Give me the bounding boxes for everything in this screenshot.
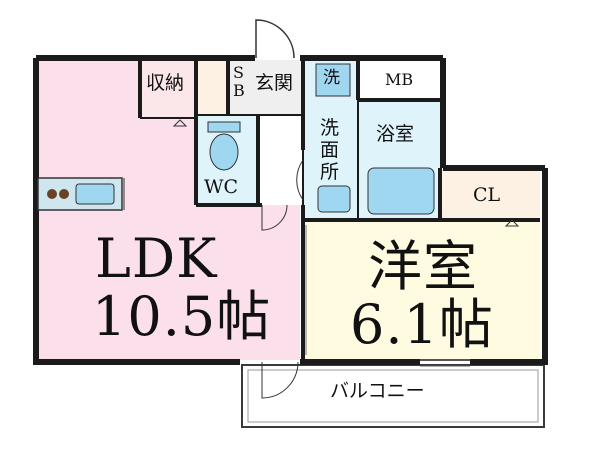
washer-label: 洗 (323, 68, 340, 88)
interior-walls (138, 60, 540, 360)
ldk-name: LDK (95, 227, 218, 290)
toilet-bowl (209, 133, 239, 171)
kitchen-sink (75, 183, 115, 205)
mb-label: MB (385, 70, 414, 89)
stove-burner-2 (59, 189, 69, 199)
washroom-label: 洗 面 所 (320, 117, 340, 183)
closet-marker (504, 219, 520, 227)
storage-label: 収納 (146, 72, 185, 94)
shoe-box-label: S B (233, 63, 245, 100)
western-floor (303, 220, 540, 360)
entrance-label: 玄関 (255, 72, 294, 94)
closet-floor (440, 170, 540, 220)
mb-floor (358, 60, 440, 100)
ldk-floor (36, 60, 300, 360)
wc-door (261, 204, 288, 231)
balcony-area (241, 364, 545, 428)
western-size: 6.1帖 (350, 293, 494, 356)
stove-burner-1 (47, 189, 57, 199)
thin-lines (140, 100, 359, 220)
balcony-door (261, 361, 299, 399)
toilet-tank (207, 121, 241, 133)
washer-pan (315, 63, 351, 97)
entrance-door (255, 19, 295, 59)
storage-marker (172, 119, 188, 127)
balcony-inner-line (247, 369, 539, 423)
outer-walls (33, 55, 548, 365)
western-name: 洋室 (368, 235, 478, 298)
entrance-floor (228, 60, 303, 115)
balcony-label: バルコニー (330, 380, 425, 402)
storage-extra-floor (196, 60, 228, 120)
storage-floor (140, 60, 196, 120)
closet-label: CL (473, 184, 501, 206)
washroom-door (296, 159, 304, 201)
bathtub (367, 167, 435, 215)
bath-label: 浴室 (376, 123, 415, 145)
wash-basin (317, 185, 351, 213)
ldk-size: 10.5帖 (92, 285, 272, 348)
wc-label: WC (204, 176, 239, 198)
